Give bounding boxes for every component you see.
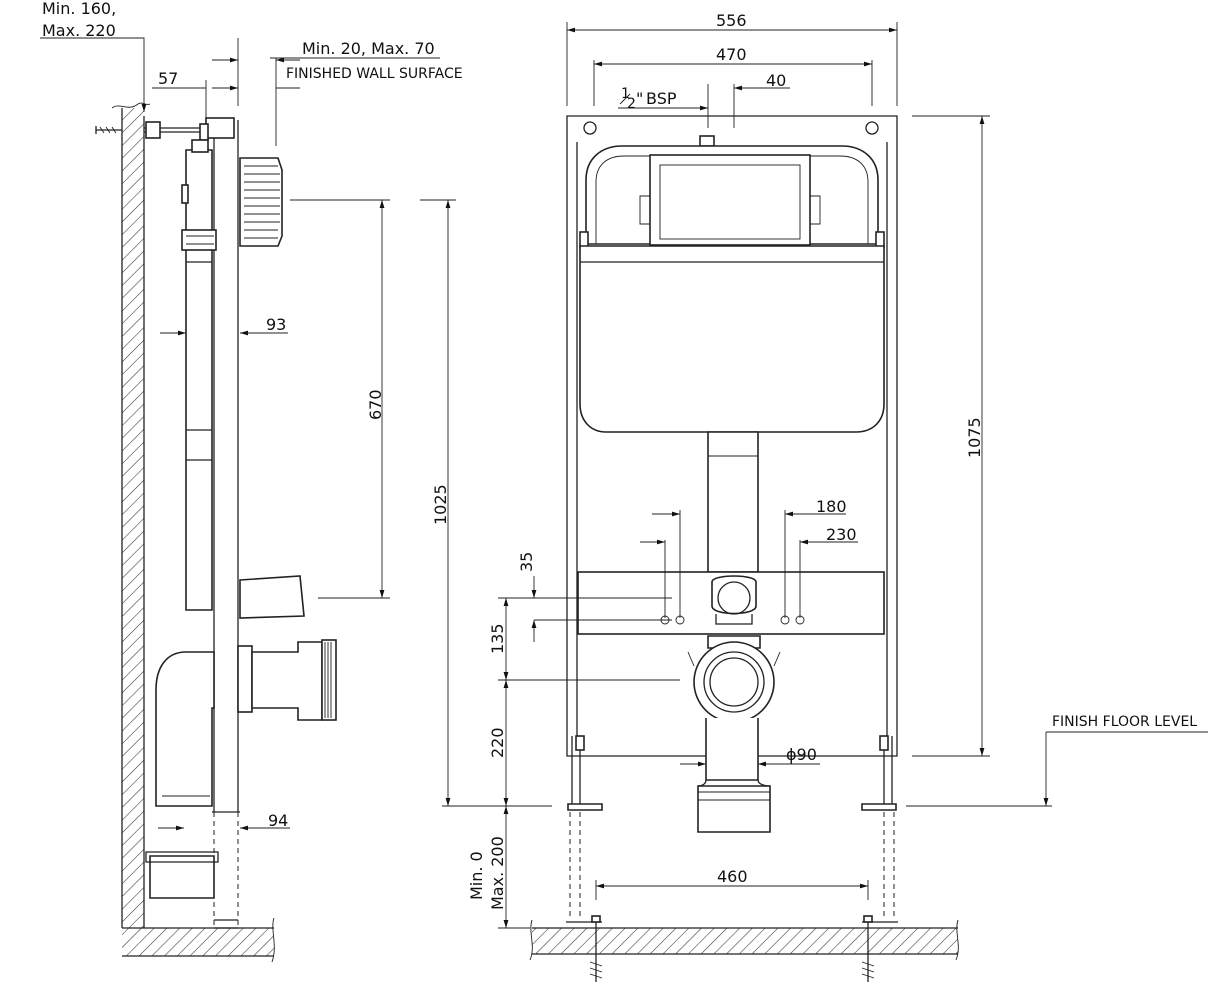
pan-connector-side	[237, 639, 337, 721]
cistern-front	[579, 245, 885, 433]
flush-pipe-front	[707, 431, 759, 573]
cross-bar	[577, 571, 885, 635]
floor-anchors	[589, 922, 875, 982]
dim-1075-label: 1075	[965, 417, 984, 458]
finish-range-label: Min. 20, Max. 70	[302, 39, 435, 58]
dim-556-label: 556	[716, 11, 747, 30]
dim-35-label: 35	[517, 552, 536, 572]
wall-anchor	[95, 117, 235, 141]
svg-text:1: 1	[621, 86, 630, 102]
dim-220-label: 220	[488, 727, 507, 758]
dim-670-label: 670	[366, 389, 385, 420]
svg-text:": "	[636, 89, 643, 108]
side-floor	[122, 917, 275, 963]
dim-180-label: 180	[816, 497, 847, 516]
cistern-side	[181, 139, 217, 611]
rear-wall	[111, 102, 151, 928]
bsp-label: BSP	[646, 89, 677, 108]
flush-plate-side	[239, 157, 283, 247]
front-dimensions	[498, 22, 1208, 929]
waste-elbow	[155, 651, 215, 807]
dim-phi90-label: ϕ90	[786, 745, 817, 764]
side-view: Min. 160, Max. 220 57 Min. 20, Max. 70 F…	[40, 0, 552, 963]
floor-min-label: Min. 0	[467, 851, 486, 900]
cistern-bracket	[579, 145, 885, 249]
dim-135-label: 135	[488, 623, 507, 654]
floor-max-label: Max. 200	[488, 836, 507, 910]
side-dimensions	[40, 37, 552, 831]
dim-230-label: 230	[826, 525, 857, 544]
bsp-fraction: 1 2 "	[619, 86, 643, 112]
dim-40-label: 40	[766, 71, 786, 90]
floor-foot-side	[145, 851, 219, 899]
front-view: 556 470 40 1 2 " BSP 1075 180 230 35 135…	[467, 11, 1208, 982]
dim-460-label: 460	[717, 867, 748, 886]
finished-wall-surface-label: FINISHED WALL SURFACE	[286, 66, 463, 82]
finish-floor-level-label: FINISH FLOOR LEVEL	[1052, 714, 1197, 730]
dim-94-label: 94	[268, 811, 288, 830]
front-floor	[529, 919, 959, 961]
pan-outlet-front	[687, 635, 781, 833]
supply-stub	[239, 575, 305, 619]
dim-93-label: 93	[266, 315, 286, 334]
dim-57-label: 57	[158, 69, 178, 88]
label-wall-depth-min: Min. 160,	[42, 0, 116, 18]
front-frame	[566, 115, 898, 757]
dim-1025-label: 1025	[431, 484, 450, 525]
label-wall-depth-max: Max. 220	[42, 21, 116, 40]
dim-470-label: 470	[716, 45, 747, 64]
svg-text:2: 2	[627, 96, 636, 112]
